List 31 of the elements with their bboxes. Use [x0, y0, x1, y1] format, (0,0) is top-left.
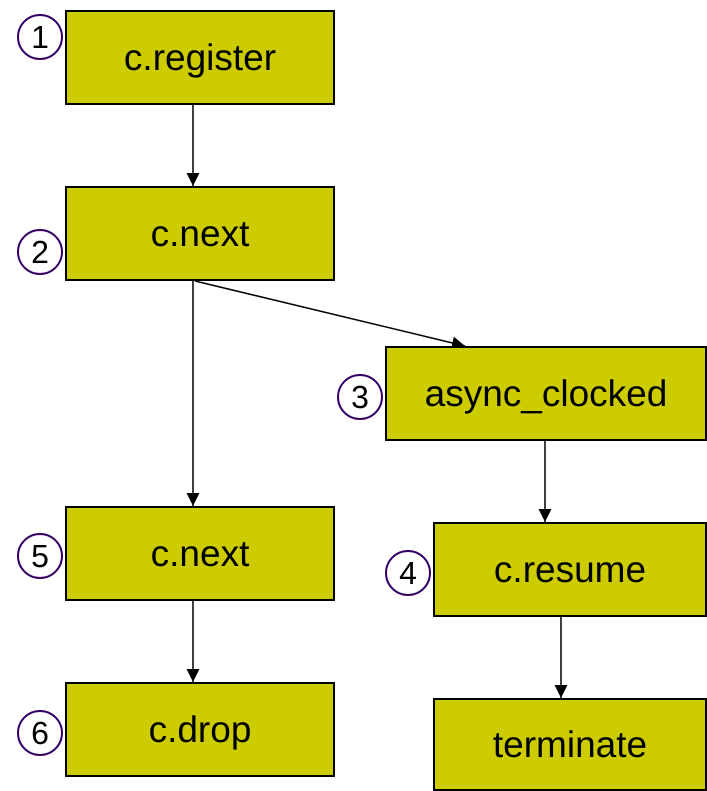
arrow — [186, 105, 200, 186]
process-label: c.drop — [148, 708, 252, 750]
process-label: c.next — [150, 532, 250, 574]
process-box — [65, 10, 335, 105]
process-label: c.next — [150, 212, 250, 254]
process-box — [433, 698, 707, 791]
step-number-circle — [385, 550, 431, 596]
step-number: 6 — [31, 714, 49, 752]
step-number-circle — [17, 710, 63, 756]
process-box — [65, 682, 335, 777]
step-number: 2 — [31, 234, 49, 270]
process-label: terminate — [492, 724, 648, 766]
arrow — [186, 281, 200, 506]
process-box — [65, 186, 335, 281]
arrow — [186, 601, 200, 682]
process-box — [65, 506, 335, 601]
process-box — [433, 522, 707, 617]
step-number-circle — [337, 374, 383, 420]
process-label: c.resume — [494, 548, 646, 590]
process-box — [385, 346, 707, 441]
process-label: c.register — [124, 36, 276, 78]
arrow — [554, 617, 568, 698]
arrow — [538, 441, 552, 522]
process-label: async_clocked — [424, 372, 668, 414]
step-number-circle — [17, 14, 63, 60]
step-number: 5 — [31, 538, 49, 574]
step-number-circle — [17, 229, 63, 275]
step-number-circle — [17, 533, 63, 579]
step-number: 1 — [31, 18, 49, 56]
step-number: 3 — [351, 378, 369, 416]
step-number: 4 — [399, 554, 417, 592]
